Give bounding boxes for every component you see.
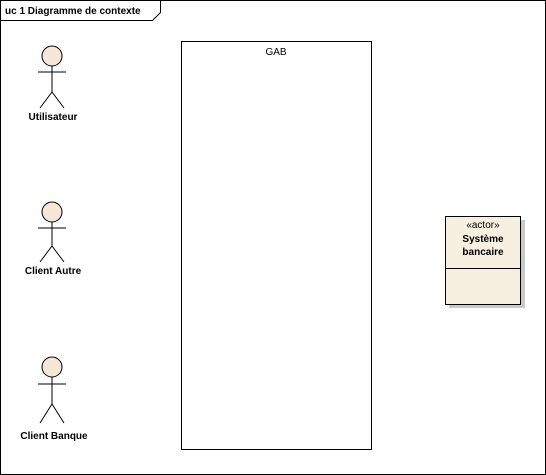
external-system-stereotype: «actor» xyxy=(466,220,500,231)
actor-client-banque[interactable]: Client Banque xyxy=(20,356,88,442)
actor-right-leg-icon xyxy=(51,403,65,424)
actor-client-autre[interactable]: Client Autre xyxy=(25,201,82,277)
external-system-actor[interactable]: «actor» Système bancaire xyxy=(445,216,526,309)
actor-head-icon xyxy=(41,45,63,67)
actor-label-client-banque: Client Banque xyxy=(20,431,88,442)
actor-head-icon xyxy=(41,356,63,378)
actor-right-leg-icon xyxy=(51,91,65,109)
actor-left-leg-icon xyxy=(39,91,53,109)
system-boundary-gab[interactable]: GAB xyxy=(181,41,372,450)
actor-left-leg-icon xyxy=(39,403,53,424)
external-system-name-line2: bancaire xyxy=(462,247,504,258)
actor-left-leg-icon xyxy=(39,245,53,263)
actor-utilisateur[interactable]: Utilisateur xyxy=(29,45,78,123)
frame-title-tab: uc 1 Diagramme de contexte xyxy=(0,0,161,21)
system-boundary-box xyxy=(181,41,372,450)
actor-label-client-autre: Client Autre xyxy=(25,266,82,277)
actor-right-leg-icon xyxy=(51,245,65,263)
actor-head-icon xyxy=(41,201,63,223)
frame-title: uc 1 Diagramme de contexte xyxy=(5,6,141,17)
system-boundary-label: GAB xyxy=(265,47,286,58)
external-system-box xyxy=(445,216,521,305)
actor-label-utilisateur: Utilisateur xyxy=(29,112,78,123)
external-system-name-line1: Système xyxy=(462,234,504,245)
